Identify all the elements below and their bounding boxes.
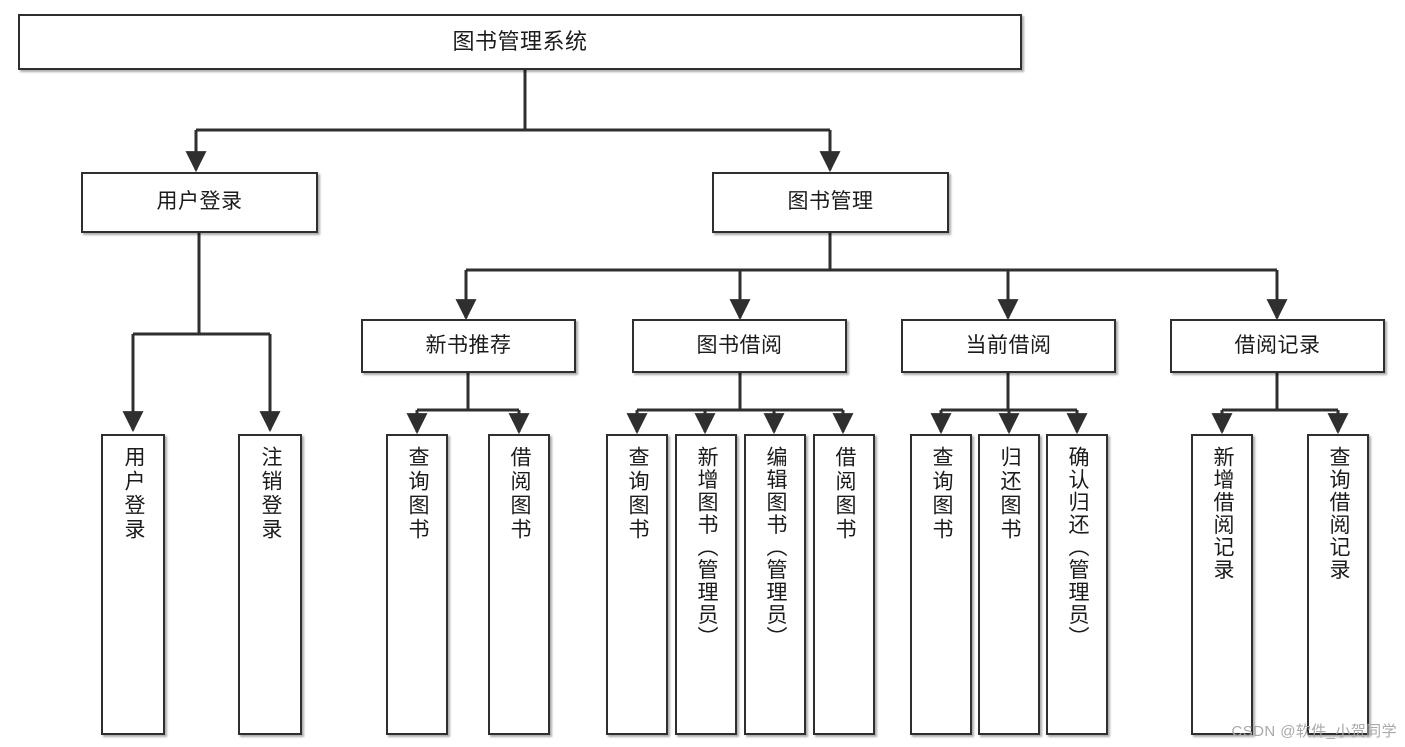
watermark-text: CSDN @软件_小贺同学 [1231,723,1397,740]
node-label: 编辑图书（管理员） [764,446,788,649]
leaf-new-book-query[interactable]: 查询图书 [386,434,448,735]
leaf-book-borrow-borrow[interactable]: 借阅图书 [813,434,875,735]
leaf-current-borrow-return[interactable]: 归还图书 [978,434,1040,735]
node-label: 查询图书 [626,446,650,542]
node-label: 确认归还（管理员） [1066,446,1090,649]
node-label: 新增借阅记录 [1211,446,1235,581]
connectors-book-mgmt [455,233,1288,321]
node-label: 新增图书（管理员） [695,446,719,649]
connectors-root [185,70,841,173]
leaf-book-borrow-query[interactable]: 查询图书 [606,434,668,735]
node-current-borrow[interactable]: 当前借阅 [901,319,1116,373]
node-book-management[interactable]: 图书管理 [712,172,949,233]
leaf-new-book-borrow[interactable]: 借阅图书 [488,434,550,735]
node-label: 查询图书 [406,446,430,542]
leaf-current-borrow-query[interactable]: 查询图书 [910,434,972,735]
node-user-login[interactable]: 用户登录 [81,172,318,233]
node-label: 图书管理系统 [452,29,588,55]
leaf-book-borrow-add[interactable]: 新增图书（管理员） [675,434,737,735]
leaf-user-login-logout[interactable]: 注销登录 [238,434,302,735]
connectors-user-login [122,233,281,433]
node-label: 查询图书 [930,446,954,542]
leaf-user-login-login[interactable]: 用户登录 [101,434,165,735]
connectors-book-borrow [626,373,854,435]
node-label: 查询借阅记录 [1327,446,1351,581]
node-label: 图书借阅 [696,333,783,357]
leaf-book-borrow-edit[interactable]: 编辑图书（管理员） [744,434,806,735]
node-label: 图书管理 [787,190,874,214]
connectors-current-borrow [930,373,1088,435]
leaf-borrow-record-add[interactable]: 新增借阅记录 [1191,434,1253,735]
node-label: 归还图书 [998,446,1022,542]
node-root-book-management-system[interactable]: 图书管理系统 [18,14,1022,70]
node-borrow-record[interactable]: 借阅记录 [1170,319,1385,373]
node-new-book-recommend[interactable]: 新书推荐 [361,319,576,373]
connectors-borrow-record [1211,373,1349,435]
leaf-current-borrow-confirm-return[interactable]: 确认归还（管理员） [1046,434,1108,735]
node-label: 借阅记录 [1234,333,1321,357]
node-label: 新书推荐 [425,333,512,357]
node-label: 用户登录 [122,446,146,542]
node-label: 借阅图书 [833,446,857,542]
node-label: 注销登录 [259,446,283,542]
node-book-borrow[interactable]: 图书借阅 [632,319,847,373]
node-label: 借阅图书 [508,446,532,542]
node-label: 当前借阅 [965,333,1052,357]
leaf-borrow-record-query[interactable]: 查询借阅记录 [1307,434,1369,735]
connectors-new-book [406,373,530,435]
node-label: 用户登录 [156,190,243,214]
